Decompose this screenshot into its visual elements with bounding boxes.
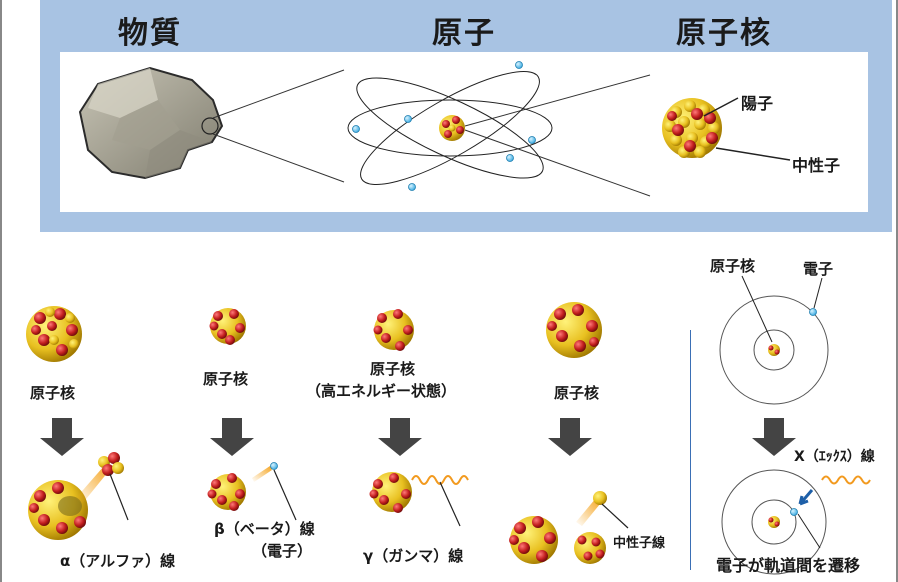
electron-5	[506, 154, 514, 162]
alpha-nucleus-before	[26, 306, 82, 362]
alpha-nucleus-after	[28, 480, 88, 540]
xray-electron-pointer	[813, 277, 823, 309]
transition-pointer	[797, 513, 821, 549]
down-arrows	[40, 418, 796, 456]
xray-atom-before	[719, 295, 829, 405]
beta-ray-label: β（ベータ）線	[214, 520, 315, 538]
neutron-fragment-large	[509, 516, 558, 564]
neutron-label: 中性子	[792, 156, 841, 175]
zoom-line-bottom	[212, 133, 345, 183]
electron-1	[515, 61, 523, 69]
section-divider	[690, 330, 691, 570]
xray-ray-label: X（ｴｯｸｽ）線	[794, 449, 875, 465]
beta-nucleus-before	[209, 308, 246, 345]
neutron-particle	[593, 491, 607, 505]
proton-pointer	[703, 97, 739, 117]
beta-ray-note: （電子）	[252, 542, 313, 560]
xray-electron-label: 電子	[803, 260, 834, 278]
inner-electron	[790, 508, 798, 516]
electron-3	[352, 125, 360, 133]
right-border	[896, 0, 898, 582]
rock-illustration	[78, 66, 224, 180]
xray-nucleus-label: 原子核	[710, 257, 756, 275]
neutron-pointer	[715, 147, 791, 161]
transition-arrow	[798, 489, 814, 506]
proton-label: 陽子	[741, 94, 774, 113]
neutron-fragment-small	[574, 532, 606, 564]
electron-4	[528, 136, 536, 144]
outer-electron	[809, 308, 817, 316]
gamma-nucleus-after	[369, 472, 412, 513]
zoom-line-atom-top	[464, 74, 651, 127]
neutron-trail	[576, 498, 600, 526]
electron-6	[408, 183, 416, 191]
left-border	[0, 0, 2, 582]
alpha-arrow	[40, 418, 84, 456]
beta-pointer	[273, 469, 297, 521]
matter-heading: 物質	[118, 16, 182, 51]
atom-illustration	[347, 61, 553, 191]
neutron-arrow	[548, 418, 592, 456]
neutron-nucleus-before	[546, 302, 602, 358]
alpha-particle	[98, 452, 124, 476]
xray-wave	[821, 475, 871, 485]
gamma-nucleus-label: 原子核	[370, 360, 416, 378]
zoom-circle	[201, 117, 219, 135]
beta-nucleus-label: 原子核	[203, 370, 249, 388]
gamma-nucleus-state: （高エネルギー状態）	[306, 382, 457, 400]
xray-arrow	[752, 418, 796, 456]
electron-2	[404, 115, 412, 123]
beta-nucleus-after	[207, 473, 246, 511]
neutron-ray-label: 中性子線	[613, 536, 666, 551]
atom-heading: 原子	[432, 16, 496, 51]
alpha-trail	[76, 466, 108, 504]
gamma-ray-label: γ（ガンマ）線	[363, 547, 464, 565]
neutron-pointer	[601, 503, 629, 529]
atom-nucleus	[439, 115, 465, 141]
gamma-wave	[411, 475, 469, 485]
zoom-line-top	[212, 69, 345, 119]
xray-caption: 電子が軌道間を遷移	[716, 556, 861, 575]
nucleus-heading: 原子核	[676, 16, 772, 51]
alpha-pointer	[109, 473, 129, 521]
alpha-ray-label: α（アルファ）線	[60, 552, 176, 570]
beta-electron	[270, 462, 278, 470]
beta-trail	[252, 466, 272, 482]
gamma-pointer	[439, 481, 461, 527]
neutron-nucleus-label: 原子核	[554, 384, 600, 402]
beta-arrow	[210, 418, 254, 456]
zoom-line-atom-bottom	[464, 129, 651, 197]
nucleus-illustration	[662, 98, 722, 158]
gamma-nucleus-before	[373, 309, 414, 351]
xray-atom-after	[721, 469, 827, 575]
xray-nucleus-pointer	[741, 275, 773, 343]
gamma-arrow	[378, 418, 422, 456]
alpha-nucleus-label: 原子核	[30, 384, 76, 402]
